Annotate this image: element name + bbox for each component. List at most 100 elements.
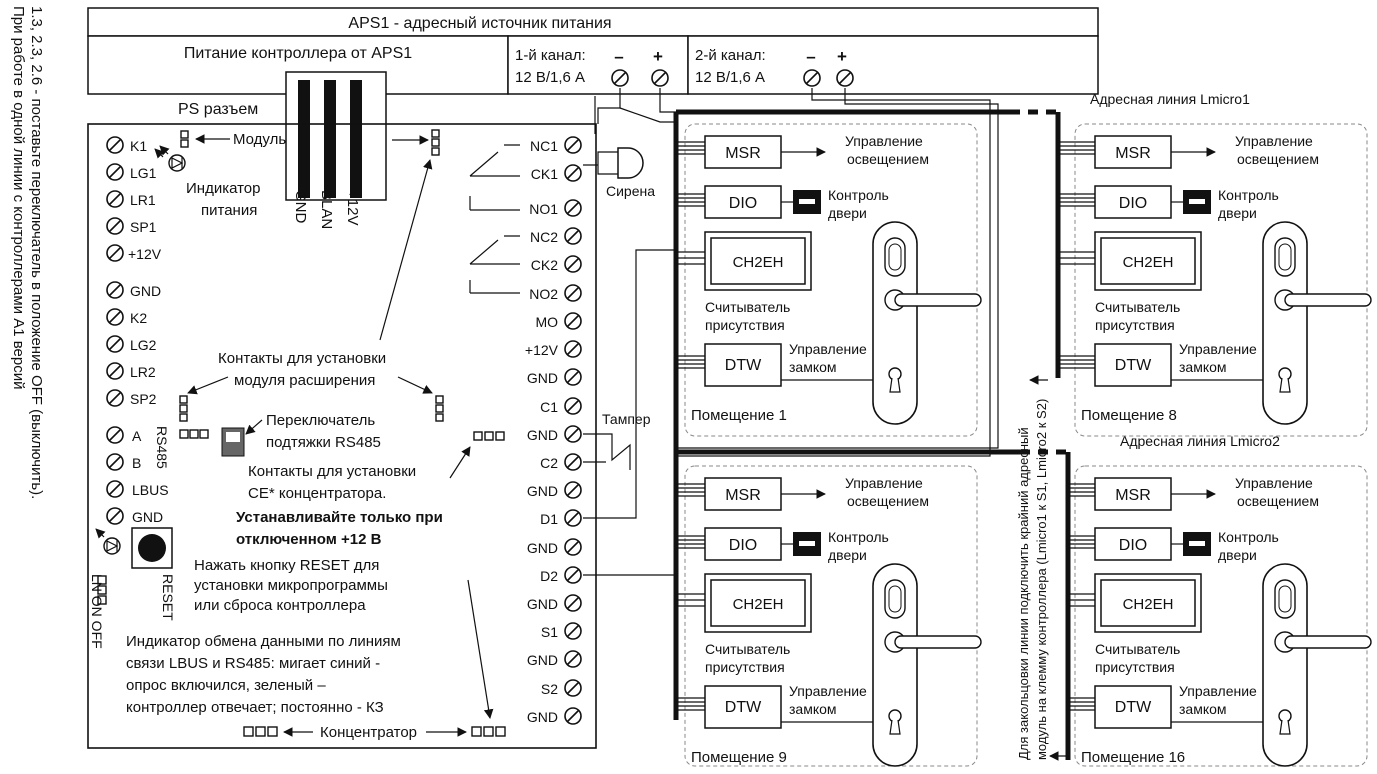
reader-note-2: присутствия	[705, 659, 785, 675]
dtw-note-2: замком	[1179, 359, 1227, 375]
terminal-12v: +12V	[128, 246, 162, 262]
dio-module	[704, 185, 782, 219]
dtw-note-2: замком	[789, 701, 837, 717]
dio-label: DIO	[1119, 537, 1147, 554]
dtw-module	[1094, 343, 1172, 387]
terminal-mo: MO	[535, 314, 558, 330]
warning-line2: отключенном +12 В	[236, 531, 382, 548]
power-ind-line1: Индикатор	[186, 180, 261, 197]
aps-ch2-label: 2-й канал:	[695, 47, 766, 64]
power-ind-line2: питания	[201, 202, 257, 219]
dio-label: DIO	[729, 195, 757, 212]
rs485-label: RS485	[154, 426, 170, 469]
exchange-line4: контроллер отвечает; постоянно - КЗ	[126, 699, 384, 716]
dio-note-2: двери	[828, 547, 867, 563]
ps-pin-blan: BLAN	[318, 190, 335, 229]
aps-power-label: Питание контроллера от APS1	[184, 45, 412, 62]
vertical-note-1: Для закольцовки линии подключить крайний…	[1016, 427, 1031, 760]
msr-note-2: освещением	[847, 151, 929, 167]
dtw-note-1: Управление	[1179, 683, 1257, 699]
dio-module	[1094, 527, 1172, 561]
dio-module	[1094, 185, 1172, 219]
dtw-label: DTW	[1115, 699, 1152, 716]
door-handle-icon	[872, 221, 982, 425]
dtw-label: DTW	[1115, 357, 1152, 374]
left-terminal-block: K1 LG1 LR1 SP1 +12V GND K2 LG2 LR2 SP2 A…	[106, 136, 169, 525]
msr-note-1: Управление	[845, 133, 923, 149]
ch2eh-label: CH2EH	[733, 596, 784, 613]
door-handle-icon	[1262, 563, 1372, 767]
terminal-gnd-r1: GND	[527, 370, 558, 386]
terminal-lg1: LG1	[130, 165, 157, 181]
rs485-switch-icon	[221, 427, 245, 457]
dio-module	[704, 527, 782, 561]
dtw-note-1: Управление	[1179, 341, 1257, 357]
jumper-pins-label: LN ON OFF	[89, 574, 105, 649]
reader-note-1: Считыватель	[1095, 299, 1180, 315]
hub-left-connector	[243, 726, 278, 737]
reader-note-1: Считыватель	[1095, 641, 1180, 657]
aps-ch2-spec: 12 В/1,6 А	[695, 69, 765, 86]
ps-label: PS разъем	[178, 101, 258, 118]
dtw-label: DTW	[725, 357, 762, 374]
aps-ch2-plus: +	[837, 47, 847, 66]
terminal-d1: D1	[540, 511, 558, 527]
dio-label: DIO	[1119, 195, 1147, 212]
aps-ch1-label: 1-й канал:	[515, 47, 586, 64]
dio-note-1: Контроль	[1218, 187, 1279, 203]
tamper-icon	[583, 433, 631, 470]
dio-note-1: Контроль	[828, 529, 889, 545]
reader-note-2: присутствия	[1095, 317, 1175, 333]
relay-1-icon	[469, 144, 520, 211]
switch-line1: Переключатель	[266, 412, 375, 429]
ch2eh-label: CH2EH	[1123, 254, 1174, 271]
dtw-module	[704, 343, 782, 387]
exchange-line1: Индикатор обмена данными по линиям	[126, 633, 401, 650]
reset-label: RESET	[160, 574, 176, 621]
dtw-label: DTW	[725, 699, 762, 716]
room-name: Помещение 8	[1081, 407, 1177, 424]
exchange-line3: опрос включился, зеленый –	[126, 677, 326, 694]
msr-note-1: Управление	[1235, 475, 1313, 491]
hub-right-connector	[471, 726, 506, 737]
dio-note-2: двери	[1218, 205, 1257, 221]
siren-label: Сирена	[606, 183, 655, 199]
terminal-no2: NO2	[529, 286, 558, 302]
reader-note-1: Считыватель	[705, 299, 790, 315]
note-line-3: Если линия длиннее 100 м - включите подт…	[45, 6, 62, 569]
reset-button[interactable]	[131, 527, 173, 569]
bus-lines	[673, 109, 1071, 760]
exchange-line2: связи LBUS и RS485: мигает синий -	[126, 655, 380, 672]
msr-note-2: освещением	[847, 493, 929, 509]
msr-note-2: освещением	[1237, 493, 1319, 509]
msr-note-1: Управление	[845, 475, 923, 491]
exchange-led-icon	[95, 528, 121, 555]
terminal-gnd-r6: GND	[527, 652, 558, 668]
terminal-lg2: LG2	[130, 337, 157, 353]
msr-label: MSR	[1115, 145, 1151, 162]
dio-note-2: двери	[1218, 547, 1257, 563]
ce-line2: CE* концентратора.	[248, 485, 386, 502]
msr-label: MSR	[725, 145, 761, 162]
ch2eh-label: CH2EH	[1123, 596, 1174, 613]
reset-note-line1: Нажать кнопку RESET для	[194, 557, 379, 574]
terminal-gnd-r7: GND	[527, 709, 558, 725]
dtw-note-2: замком	[789, 359, 837, 375]
terminal-lbus: LBUS	[132, 482, 169, 498]
note-line-1: При работе в одной линии с контроллерами…	[10, 6, 27, 389]
terminal-no1: NO1	[529, 201, 558, 217]
terminal-c1: C1	[540, 399, 558, 415]
aps-ch1-plus: +	[653, 47, 663, 66]
tamper-label: Тампер	[602, 411, 651, 427]
power-led-icon	[154, 145, 186, 172]
door-handle-icon	[1262, 221, 1372, 425]
terminal-s2: S2	[541, 681, 558, 697]
dio-label: DIO	[729, 537, 757, 554]
reader-note-2: присутствия	[1095, 659, 1175, 675]
door-handle-icon	[872, 563, 982, 767]
terminal-k1: K1	[130, 138, 147, 154]
terminal-ck1: CK1	[531, 166, 558, 182]
dio-note-2: двери	[828, 205, 867, 221]
